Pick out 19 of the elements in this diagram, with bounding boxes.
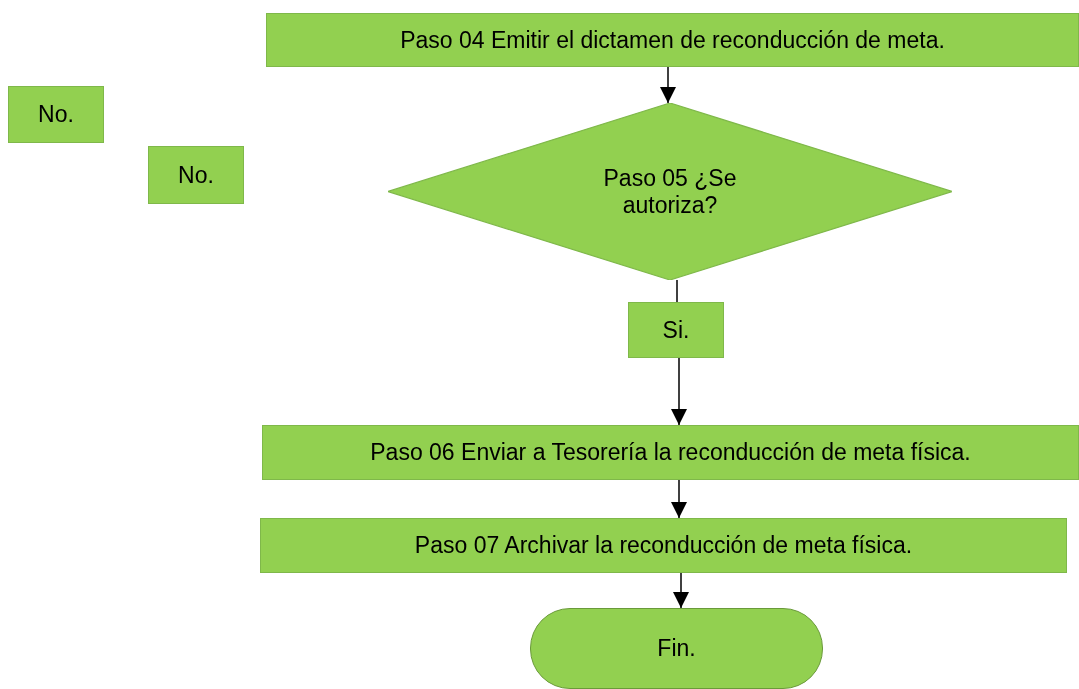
arrow — [671, 357, 687, 426]
node-text: No. — [178, 161, 214, 189]
node-text: Paso 05 ¿Se autoriza? — [602, 164, 738, 219]
arrow — [660, 66, 676, 104]
process-box — [262, 425, 1079, 480]
label-box — [8, 86, 104, 143]
label-box — [148, 146, 244, 204]
node-text: Paso 07 Archivar la reconducción de meta física. — [414, 532, 913, 559]
node-text: Paso 04 Emitir el dictamen de reconducción de meta. — [400, 26, 945, 54]
node-text: Fin. — [657, 635, 696, 662]
node-text: Si. — [662, 316, 690, 344]
arrow — [673, 572, 689, 609]
label-box — [628, 302, 724, 358]
process-box — [266, 13, 1079, 67]
node-text: Paso 06 Enviar a Tesorería la reconducción de meta física. — [370, 439, 971, 466]
node-text: No. — [38, 101, 74, 128]
arrow — [671, 479, 687, 519]
connector-line — [676, 279, 678, 303]
process-box — [260, 518, 1067, 573]
